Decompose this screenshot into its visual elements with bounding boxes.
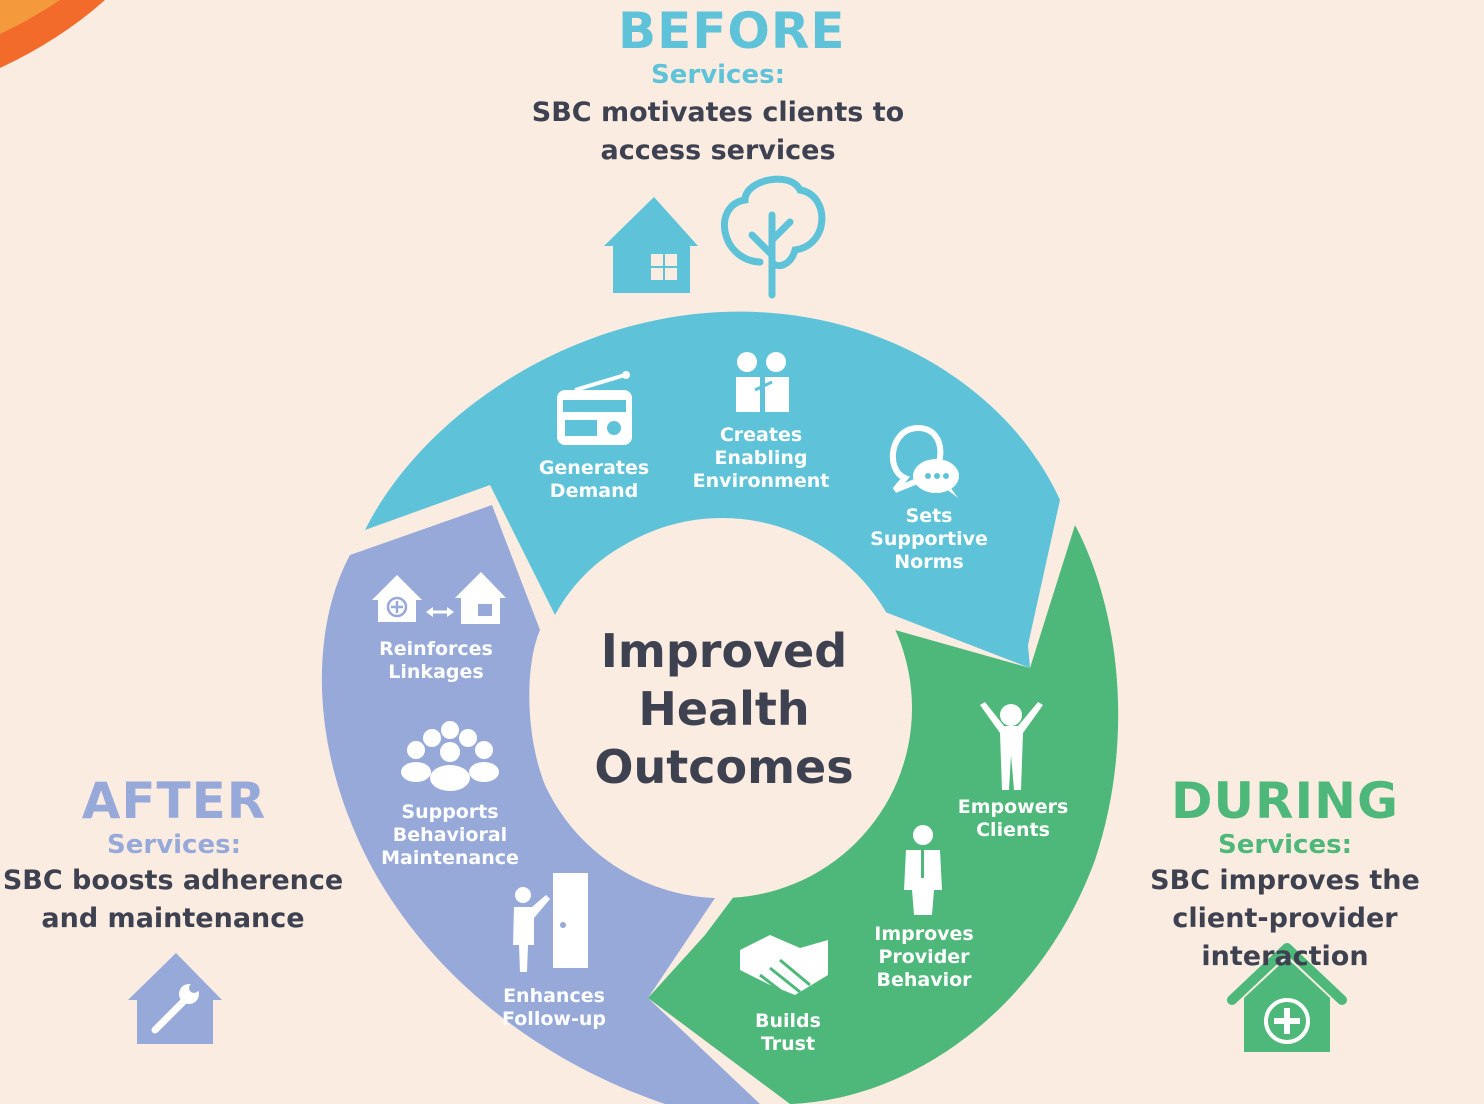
label-line: Builds bbox=[755, 1010, 821, 1032]
label-line: Norms bbox=[894, 551, 964, 573]
linked-houses-icon bbox=[372, 572, 506, 624]
label-line: Follow-up bbox=[502, 1008, 606, 1030]
label-builds-trust: Builds Trust bbox=[755, 1010, 821, 1056]
label-sets-supportive-norms: Sets Supportive Norms bbox=[870, 505, 988, 574]
group-icon bbox=[401, 721, 499, 791]
before-desc-line: access services bbox=[600, 135, 836, 166]
tree-icon bbox=[720, 175, 826, 299]
center-label: Improved Health Outcomes bbox=[594, 622, 853, 796]
segment-before bbox=[365, 311, 1060, 668]
handshake-icon bbox=[740, 935, 828, 1000]
during-desc-line: SBC improves the bbox=[1150, 865, 1420, 896]
label-line: Generates bbox=[538, 457, 650, 479]
label-empowers-clients: Empowers Clients bbox=[958, 796, 1069, 842]
before-title: BEFORE bbox=[618, 2, 846, 60]
health-facility-icon bbox=[1227, 943, 1347, 1052]
label-line: Reinforces bbox=[379, 638, 493, 660]
doctor-icon bbox=[904, 825, 942, 915]
before-description: SBC motivates clients to access services bbox=[518, 94, 918, 170]
corner-decoration bbox=[0, 0, 105, 68]
before-subtitle: Services: bbox=[651, 60, 785, 90]
radio-icon bbox=[557, 371, 632, 445]
raised-arms-person-icon bbox=[980, 702, 1043, 790]
label-line: Maintenance bbox=[381, 847, 519, 869]
label-generates-demand: Generates Demand bbox=[539, 457, 649, 503]
label-creates-enabling-environment: Creates Enabling Environment bbox=[693, 424, 830, 493]
during-title: DURING bbox=[1170, 772, 1400, 830]
label-line: Empowers bbox=[957, 796, 1069, 818]
during-desc-line: client-provider interaction bbox=[1172, 903, 1398, 972]
house-wrench-icon bbox=[128, 953, 222, 1044]
label-line: Supportive bbox=[870, 528, 988, 550]
center-line: Health bbox=[638, 682, 810, 736]
label-line: Supports bbox=[401, 801, 499, 823]
label-line: Behavioral bbox=[392, 824, 508, 846]
during-subtitle: Services: bbox=[1218, 830, 1352, 860]
label-line: Creates bbox=[719, 424, 803, 446]
label-line: Improves bbox=[874, 923, 974, 945]
label-line: Sets bbox=[905, 505, 953, 527]
before-desc-line: SBC motivates clients to bbox=[531, 97, 905, 128]
label-line: Environment bbox=[692, 470, 830, 492]
after-desc-line: SBC boosts adherence bbox=[2, 865, 344, 896]
after-desc-line: and maintenance bbox=[41, 903, 305, 934]
center-circle bbox=[532, 518, 912, 898]
label-line: Demand bbox=[549, 480, 639, 502]
label-reinforces-linkages: Reinforces Linkages bbox=[379, 638, 493, 684]
center-line: Outcomes bbox=[594, 740, 854, 794]
label-improves-provider-behavior: Improves Provider Behavior bbox=[874, 923, 973, 992]
center-line: Improved bbox=[600, 624, 848, 678]
label-line: Provider bbox=[878, 946, 970, 968]
people-icon bbox=[736, 352, 789, 412]
house-icon bbox=[604, 197, 698, 293]
label-enhances-follow-up: Enhances Follow-up bbox=[502, 985, 606, 1031]
label-line: Trust bbox=[760, 1033, 816, 1055]
label-supports-behavioral-maintenance: Supports Behavioral Maintenance bbox=[381, 801, 519, 870]
label-line: Enabling bbox=[714, 447, 808, 469]
label-line: Behavior bbox=[876, 969, 972, 991]
label-line: Enhances bbox=[503, 985, 605, 1007]
label-line: Linkages bbox=[388, 661, 484, 683]
speech-bubbles-icon bbox=[889, 424, 959, 498]
segment-after bbox=[321, 505, 760, 1104]
person-at-door-icon bbox=[513, 873, 588, 972]
after-title: AFTER bbox=[81, 772, 267, 830]
during-description: SBC improves the client-provider interac… bbox=[1090, 862, 1480, 976]
after-subtitle: Services: bbox=[107, 830, 241, 860]
label-line: Clients bbox=[976, 819, 1050, 841]
after-description: SBC boosts adherence and maintenance bbox=[0, 862, 346, 938]
